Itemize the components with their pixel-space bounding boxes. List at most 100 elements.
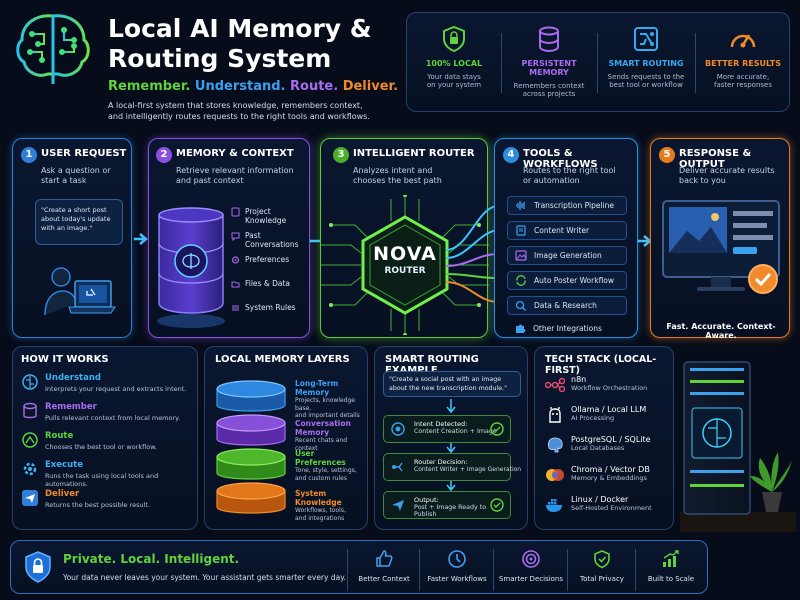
tagline-deliver: Deliver. <box>342 79 399 94</box>
tagline: Remember. Understand. Route. Deliver. <box>108 79 398 94</box>
lock-shield-icon <box>443 25 465 53</box>
memory-item-label: Files & Data <box>245 279 290 288</box>
title-line-1: Local AI Memory & <box>108 14 372 43</box>
folder-icon <box>231 281 240 288</box>
tech-name: n8n <box>571 375 587 384</box>
tech-chroma: Chroma / Vector DB Memory & Embeddings <box>545 465 673 482</box>
step-5-desc-line-1: Deliver accurate results <box>679 166 775 175</box>
layer-desc-2: and custom rules <box>295 474 347 482</box>
memory-layer-labels: Long-Term Memory Projects, knowledge bas… <box>295 379 367 529</box>
router-chip-name: NOVA <box>373 243 437 265</box>
badge-label: Faster Workflows <box>427 575 487 583</box>
waveform-icon <box>516 201 525 210</box>
layer-desc-1: Workflows, tools, <box>295 507 346 514</box>
decision-label: Router Decision: <box>414 458 468 466</box>
intent-value: Content Creation + Image <box>414 428 497 435</box>
tagline-route: Route. <box>290 79 339 94</box>
check-circle-icon <box>490 498 504 512</box>
quote-line-1: "Create a short post <box>41 206 107 214</box>
tagline-remember: Remember. <box>108 79 191 94</box>
send-icon <box>392 500 404 511</box>
decision-value: Content Writer + Image Generation <box>414 466 522 473</box>
how-item-desc: Interprets your request and extracts int… <box>45 385 187 393</box>
badge-label: Smarter Decisions <box>498 575 564 583</box>
feature-results-desc-2: faster responses <box>714 81 772 89</box>
step-3-desc-line-1: Analyzes intent and <box>353 166 433 175</box>
routing-icon <box>634 27 658 51</box>
tool-auto-poster-workflow: Auto Poster Workflow <box>507 271 627 290</box>
step-number-1: 1 <box>21 147 37 163</box>
step-memory-context: 2 MEMORY & CONTEXT Retrieve relevant inf… <box>148 138 310 338</box>
feature-routing-desc-2: best tool or workflow <box>609 81 683 89</box>
chat-bubble-icon <box>231 232 240 241</box>
gear-icon <box>231 256 240 264</box>
how-item-remember: Remember Pulls relevant context from loc… <box>21 402 195 422</box>
header-description: A local-first system that stores knowled… <box>108 100 370 122</box>
footer-badges: Better Context Faster Workflows Smarter … <box>347 541 707 595</box>
memory-item-system-rules: System Rules <box>231 303 296 312</box>
chroma-icon <box>546 469 564 481</box>
tool-content-writer: Content Writer <box>507 221 627 240</box>
feature-local: 100% LOCAL Your data stays on your syste… <box>407 13 501 111</box>
tool-label: Data & Research <box>534 301 597 310</box>
response-footer: Fast. Accurate. Context-Aware. <box>666 322 776 340</box>
how-it-works-panel: HOW IT WORKS Understand Interprets your … <box>12 346 198 530</box>
feature-results: BETTER RESULTS More accurate, faster res… <box>695 13 791 111</box>
tool-label: Auto Poster Workflow <box>534 276 615 285</box>
tool-image-generation: Image Generation <box>507 246 627 265</box>
how-item-title: Remember <box>45 402 97 412</box>
gear-icon <box>23 462 37 476</box>
tech-stack-title: TECH STACK (LOCAL-FIRST) <box>545 354 657 376</box>
memory-item-label: Past Conversations <box>245 231 299 249</box>
feature-local-desc-2: on your system <box>426 81 482 89</box>
tech-stack-list: n8n Workflow Orchestration Ollama / Loca… <box>545 375 673 525</box>
refresh-icon <box>516 275 526 286</box>
route-icon <box>22 432 38 448</box>
step-intelligent-router: 3 INTELLIGENT ROUTER Analyzes intent and… <box>320 138 489 338</box>
database-icon <box>539 26 559 53</box>
step-4-desc-line-2: or automation <box>523 176 580 185</box>
memory-item-past-conversations: Past Conversations <box>231 231 309 249</box>
routing-example-title: SMART ROUTING EXAMPLE <box>385 354 479 376</box>
list-icon <box>232 305 239 311</box>
thumbs-up-icon <box>376 550 393 567</box>
tech-n8n: n8n Workflow Orchestration <box>545 375 673 393</box>
routing-flow-arrows <box>446 399 456 492</box>
how-item-understand: Understand Interprets your request and e… <box>21 373 195 393</box>
feature-memory-desc-1: Remembers context <box>513 82 585 90</box>
step-number-4: 4 <box>503 147 519 163</box>
output-value: Post + Image Ready to Publish <box>414 504 487 518</box>
footer-headline: Private. Local. Intelligent. <box>63 552 240 566</box>
memory-layer-stack <box>216 380 286 514</box>
how-item-title: Execute <box>45 460 83 470</box>
tool-label: Image Generation <box>534 251 602 260</box>
step-4-title: TOOLS & WORKFLOWS <box>523 148 598 170</box>
layer-system-knowledge: System Knowledge Workflows, tools, and i… <box>295 489 367 522</box>
badge-faster-workflows: Faster Workflows <box>421 541 493 595</box>
step-1-title: USER REQUEST <box>41 148 127 159</box>
memory-database-stack-icon <box>157 207 225 328</box>
tool-label: Content Writer <box>534 226 590 235</box>
router-fanout-arrows <box>445 201 505 307</box>
tech-name: Chroma / Vector DB <box>571 465 650 474</box>
quote-line-2: about today's update <box>41 215 111 223</box>
step-3-desc-line-2: chooses the best path <box>353 176 442 185</box>
how-item-title: Route <box>45 431 74 441</box>
layer-desc-1: Recent chats and context <box>295 437 348 452</box>
title-line-2: Routing System <box>108 44 332 73</box>
output-monitor-icon <box>662 200 780 294</box>
step-user-request: 1 USER REQUEST Ask a question or start a… <box>12 138 132 338</box>
feature-memory-title: PERSISTENT MEMORY <box>521 59 577 77</box>
step-4-desc-line-1: Routes to the right tool <box>523 166 616 175</box>
step-response-output: 5 RESPONSE & OUTPUT Deliver accurate res… <box>650 138 790 340</box>
how-item-title: Deliver <box>45 489 80 499</box>
how-item-route: Route Chooses the best tool or workflow. <box>21 431 195 451</box>
tagline-understand: Understand. <box>194 79 286 94</box>
badge-label: Total Privacy <box>580 575 624 583</box>
server-tower-illustration <box>680 361 796 532</box>
layer-desc-2: and integrations <box>295 514 345 522</box>
feature-routing-title: SMART ROUTING <box>608 59 684 68</box>
feature-local-title: 100% LOCAL <box>425 59 483 68</box>
how-it-works-list: Understand Interprets your request and e… <box>21 373 195 527</box>
database-icon <box>23 402 37 419</box>
